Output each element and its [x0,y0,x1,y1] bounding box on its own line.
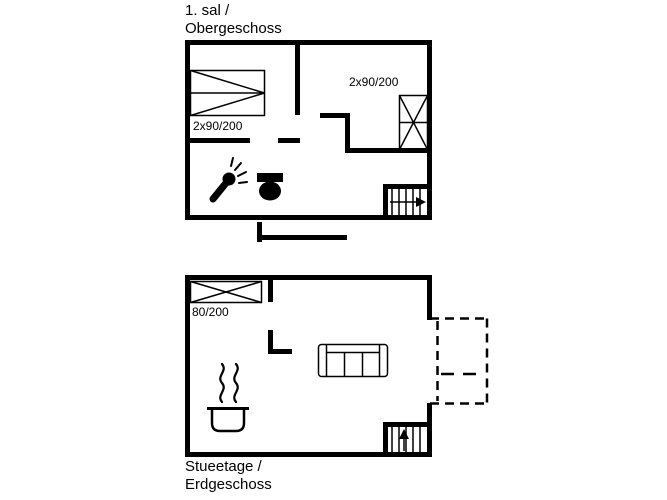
lower-interior-walls [268,277,430,455]
stairs-icon-lower [391,427,421,452]
upper-outer-wall [185,40,432,220]
cooking-pot-icon [207,407,249,433]
toilet-icon [257,173,283,201]
sofa-icon [317,343,389,378]
stairs-icon-upper [390,189,426,215]
double-bed-icon-right [398,94,429,151]
bed-size-label-upper-right: 2x90/200 [349,75,399,89]
double-bed-icon-left [189,69,266,117]
steam-icon [219,362,239,404]
lower-floor-title-line2: Erdgeschoss [185,476,272,493]
single-bed-icon [189,280,263,304]
upper-floor-plan [185,40,432,220]
upper-floor-title-line1: 1. sal / [185,2,230,19]
shower-icon [209,157,248,203]
terrace-dashed-outline [430,317,489,405]
bed-size-label-lower: 80/200 [192,305,229,319]
floor-connector [257,222,347,242]
stairs-direction-arrow [416,197,426,207]
lower-outer-wall [185,275,432,457]
bed-size-label-upper-left: 2x90/200 [193,119,243,133]
upper-interior-walls [187,45,428,216]
upper-floor-title-line2: Obergeschoss [185,20,282,37]
lower-floor-title-line1: Stueetage / [185,458,262,475]
stairs-direction-arrow [399,429,409,439]
lower-floor-plan [185,275,489,457]
